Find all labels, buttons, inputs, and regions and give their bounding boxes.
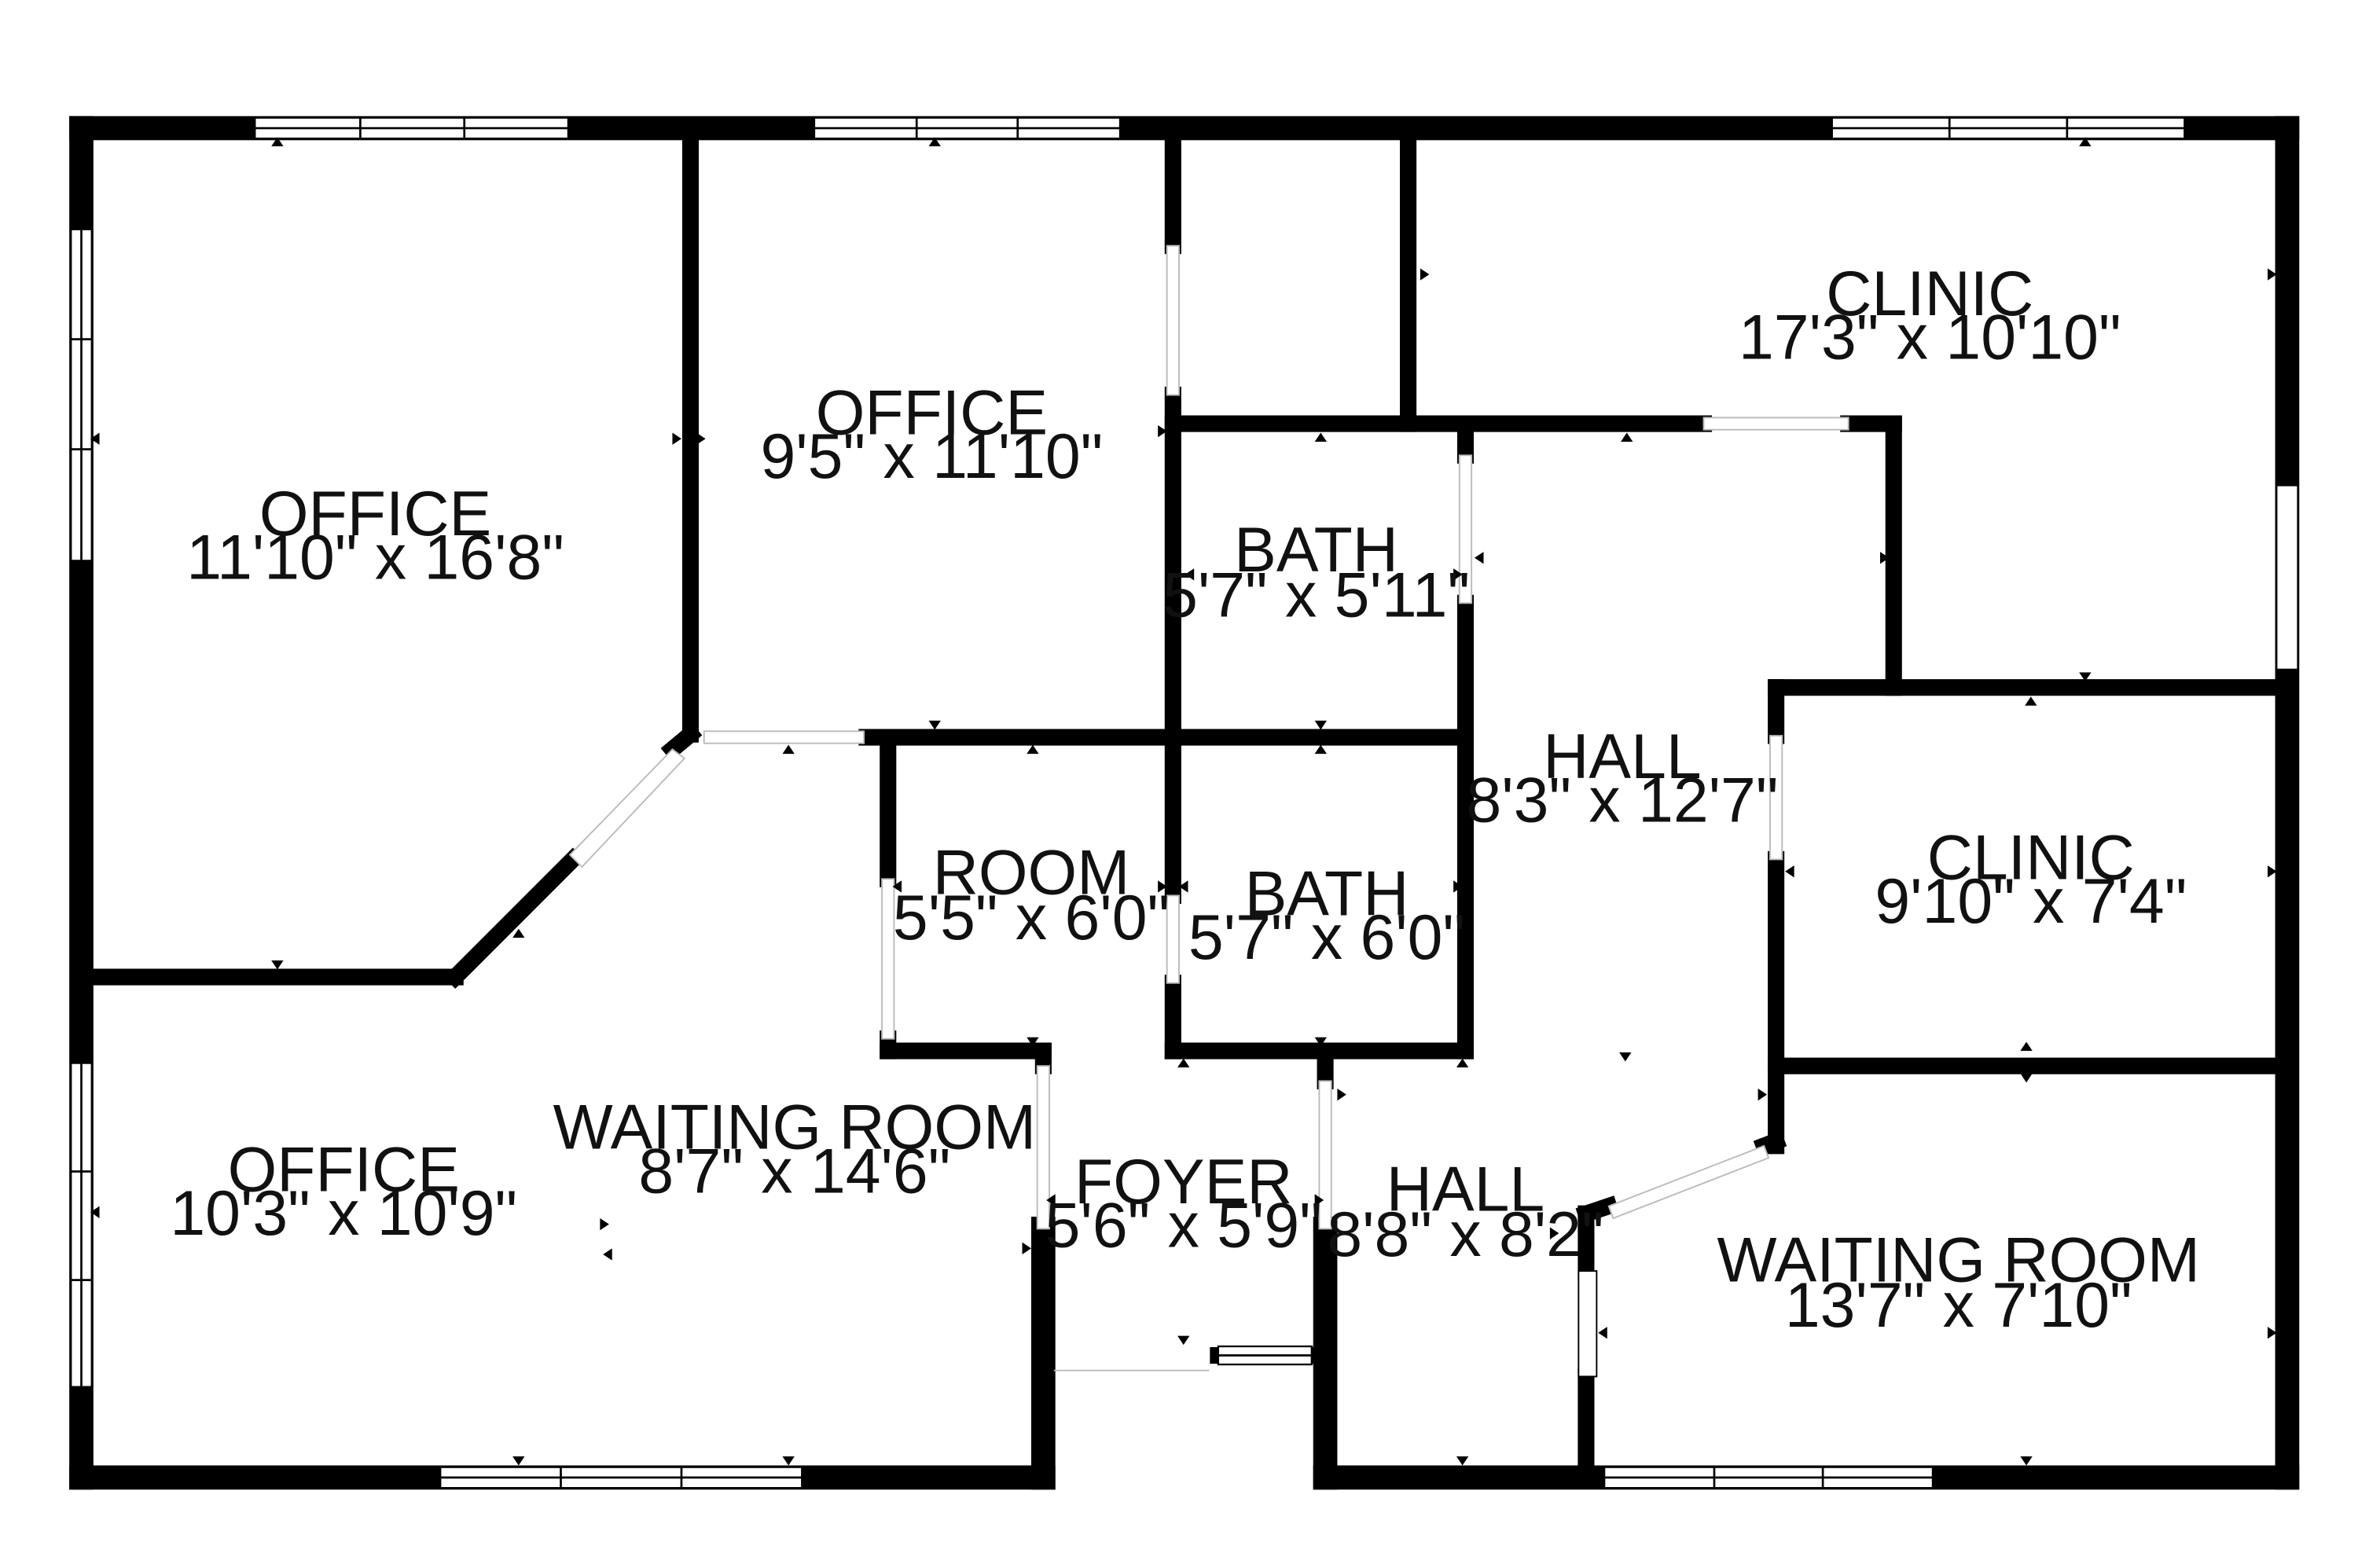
room-label-clinic-2: CLINIC 9'10" x 7'4" bbox=[1875, 822, 2187, 937]
room-dims: 5'7" x 6'0" bbox=[1188, 902, 1465, 973]
room-dims: 5'7" x 5'11" bbox=[1162, 560, 1470, 631]
room-name: OFFICE bbox=[816, 377, 1048, 448]
windows bbox=[69, 116, 2299, 1489]
room-label-office-1: OFFICE 11'10" x 16'8" bbox=[186, 479, 564, 593]
room-name: ROOM bbox=[933, 838, 1130, 909]
room-name: FOYER bbox=[1074, 1147, 1292, 1217]
room-name: WAITING ROOM bbox=[1717, 1225, 2200, 1296]
room-dims: 17'3" x 10'10" bbox=[1739, 303, 2121, 373]
room-label-office-2: OFFICE 9'5" x 11'10" bbox=[761, 377, 1104, 492]
room-dims: 8'3" x 12'7" bbox=[1466, 765, 1778, 835]
room-dims: 5'6" x 5'9" bbox=[1045, 1190, 1322, 1261]
room-dims: 9'5" x 11'10" bbox=[761, 421, 1104, 492]
room-label-hall-1: HALL 8'3" x 12'7" bbox=[1466, 722, 1778, 836]
room-name: OFFICE bbox=[259, 479, 491, 549]
room-name: BATH bbox=[1234, 515, 1398, 586]
dimension-markers bbox=[90, 137, 2277, 1466]
room-label-waiting-room-1: WAITING ROOM 8'7" x 14'6" bbox=[553, 1092, 1036, 1207]
room-label-office-3: OFFICE 10'3" x 10'9" bbox=[170, 1134, 517, 1249]
room-name: CLINIC bbox=[1826, 259, 2033, 329]
room-dims: 13'7" x 7'10" bbox=[1785, 1270, 2132, 1341]
room-label-room: ROOM 5'5" x 6'0" bbox=[893, 838, 1170, 954]
room-name: HALL bbox=[1543, 722, 1701, 792]
room-dims: 8'8" x 8'2" bbox=[1327, 1199, 1603, 1270]
room-label-foyer: FOYER 5'6" x 5'9" bbox=[1045, 1147, 1322, 1261]
room-label-bath-2: BATH 5'7" x 6'0" bbox=[1188, 858, 1465, 973]
room-dims: 8'7" x 14'6" bbox=[638, 1136, 950, 1206]
room-label-bath-1: BATH 5'7" x 5'11" bbox=[1162, 515, 1470, 631]
room-label-clinic-1: CLINIC 17'3" x 10'10" bbox=[1739, 259, 2121, 373]
room-name: WAITING ROOM bbox=[553, 1092, 1036, 1163]
room-name: BATH bbox=[1245, 858, 1409, 929]
room-dims: 9'10" x 7'4" bbox=[1875, 866, 2187, 937]
room-dims: 10'3" x 10'9" bbox=[170, 1178, 517, 1249]
room-dims: 5'5" x 6'0" bbox=[893, 883, 1170, 953]
room-label-waiting-room-2: WAITING ROOM 13'7" x 7'10" bbox=[1717, 1225, 2200, 1342]
room-name: HALL bbox=[1387, 1154, 1545, 1225]
room-label-hall-2: HALL 8'8" x 8'2" bbox=[1327, 1154, 1603, 1270]
room-name: CLINIC bbox=[1927, 822, 2135, 893]
door-openings bbox=[568, 244, 1849, 1372]
room-name: OFFICE bbox=[228, 1134, 460, 1205]
room-dims: 11'10" x 16'8" bbox=[186, 523, 564, 593]
